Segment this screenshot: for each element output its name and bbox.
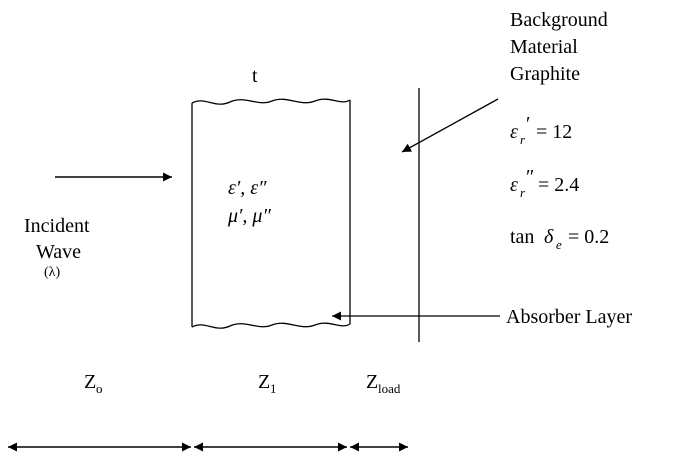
background-label: Background bbox=[510, 9, 608, 31]
eps-imag-equation: ε r ″ = 2.4 bbox=[510, 166, 579, 200]
z1-label: Z 1 bbox=[258, 371, 277, 396]
svg-text:e: e bbox=[556, 237, 562, 252]
svg-text:= 0.2: = 0.2 bbox=[568, 226, 609, 248]
svg-text:= 2.4: = 2.4 bbox=[538, 174, 579, 196]
svg-text:δ: δ bbox=[544, 226, 554, 248]
svg-text:′: ′ bbox=[526, 113, 530, 135]
absorber-slab bbox=[191, 98, 351, 329]
svg-text:ε: ε bbox=[510, 174, 518, 196]
svg-text:ε: ε bbox=[510, 121, 518, 143]
z0-label: Z o bbox=[84, 371, 103, 396]
absorber-layer-label: Absorber Layer bbox=[506, 306, 632, 328]
permittivity-params: ε′, ε″ bbox=[228, 177, 267, 199]
permeability-params: μ′, μ″ bbox=[227, 205, 271, 227]
slab-top-wavy-edge bbox=[191, 98, 351, 105]
svg-text:Z: Z bbox=[84, 371, 96, 393]
wave-label: Wave bbox=[36, 241, 81, 263]
incident-label: Incident bbox=[24, 215, 90, 237]
svg-text:load: load bbox=[378, 381, 401, 396]
material-label: Material bbox=[510, 36, 578, 58]
graphite-label: Graphite bbox=[510, 63, 580, 85]
svg-text:r: r bbox=[520, 132, 526, 147]
svg-text:Z: Z bbox=[258, 371, 270, 393]
zload-label: Z load bbox=[366, 371, 401, 396]
background-pointer-arrow bbox=[401, 98, 499, 153]
svg-text:Z: Z bbox=[366, 371, 378, 393]
svg-text:tan: tan bbox=[510, 226, 534, 248]
wavelength-label: (λ) bbox=[44, 265, 60, 280]
svg-text:1: 1 bbox=[270, 381, 277, 396]
svg-text:= 12: = 12 bbox=[536, 121, 572, 143]
svg-text:o: o bbox=[96, 381, 103, 396]
loss-tangent-equation: tan δ e = 0.2 bbox=[510, 226, 609, 252]
svg-text:r: r bbox=[520, 185, 526, 200]
thickness-label: t bbox=[252, 65, 258, 87]
slab-bottom-wavy-edge bbox=[191, 322, 351, 329]
eps-real-equation: ε r ′ = 12 bbox=[510, 113, 572, 147]
svg-text:″: ″ bbox=[526, 166, 534, 188]
